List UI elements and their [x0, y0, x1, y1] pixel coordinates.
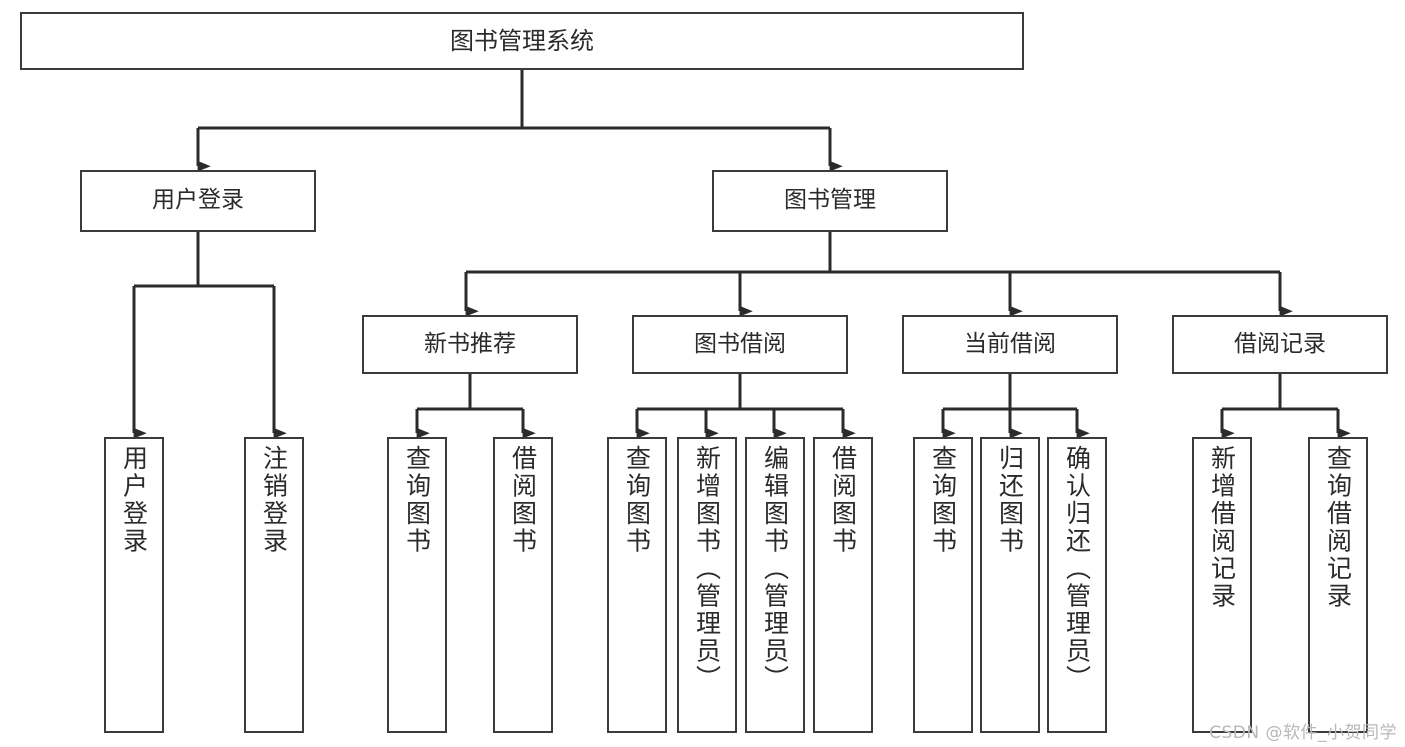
- node-book-manage-label: 图书管理: [784, 187, 876, 214]
- node-leaf-query-book-2[interactable]: 查询图书: [607, 437, 667, 733]
- node-leaf-edit-book-label: 编辑图书（管理员）: [760, 445, 790, 693]
- node-borrow-record[interactable]: 借阅记录: [1172, 315, 1388, 374]
- node-leaf-query-book-1[interactable]: 查询图书: [387, 437, 447, 733]
- node-leaf-borrow-book-1[interactable]: 借阅图书: [493, 437, 553, 733]
- node-user-login[interactable]: 用户登录: [80, 170, 316, 232]
- node-leaf-return-book[interactable]: 归还图书: [980, 437, 1040, 733]
- node-leaf-add-record-label: 新增借阅记录: [1207, 445, 1237, 610]
- node-leaf-borrow-book-2[interactable]: 借阅图书: [813, 437, 873, 733]
- node-leaf-add-book[interactable]: 新增图书（管理员）: [677, 437, 737, 733]
- node-leaf-add-record[interactable]: 新增借阅记录: [1192, 437, 1252, 733]
- node-leaf-query-book-3[interactable]: 查询图书: [913, 437, 973, 733]
- node-book-borrow-label: 图书借阅: [694, 330, 786, 357]
- node-borrow-record-label: 借阅记录: [1234, 330, 1326, 357]
- node-leaf-add-book-label: 新增图书（管理员）: [692, 445, 722, 693]
- node-leaf-confirm-return-label: 确认归还（管理员）: [1062, 445, 1092, 693]
- node-leaf-query-record-label: 查询借阅记录: [1323, 445, 1353, 610]
- node-leaf-borrow-book-2-label: 借阅图书: [828, 445, 858, 555]
- node-new-book-recommend-label: 新书推荐: [424, 330, 516, 357]
- node-current-borrow-label: 当前借阅: [964, 330, 1056, 357]
- node-current-borrow[interactable]: 当前借阅: [902, 315, 1118, 374]
- node-root-label: 图书管理系统: [450, 26, 594, 55]
- node-leaf-borrow-book-1-label: 借阅图书: [508, 445, 538, 555]
- node-book-manage[interactable]: 图书管理: [712, 170, 948, 232]
- node-leaf-query-book-3-label: 查询图书: [928, 445, 958, 555]
- node-leaf-confirm-return[interactable]: 确认归还（管理员）: [1047, 437, 1107, 733]
- node-leaf-query-record[interactable]: 查询借阅记录: [1308, 437, 1368, 733]
- csdn-watermark: CSDN @软件_小贺同学: [1209, 723, 1397, 743]
- node-leaf-return-book-label: 归还图书: [995, 445, 1025, 555]
- node-leaf-edit-book[interactable]: 编辑图书（管理员）: [745, 437, 805, 733]
- node-leaf-query-book-2-label: 查询图书: [622, 445, 652, 555]
- node-leaf-query-book-1-label: 查询图书: [402, 445, 432, 555]
- node-leaf-logout[interactable]: 注销登录: [244, 437, 304, 733]
- node-new-book-recommend[interactable]: 新书推荐: [362, 315, 578, 374]
- node-user-login-label: 用户登录: [152, 187, 244, 214]
- node-leaf-user-login[interactable]: 用户登录: [104, 437, 164, 733]
- node-root-book-management-system[interactable]: 图书管理系统: [20, 12, 1024, 70]
- node-book-borrow[interactable]: 图书借阅: [632, 315, 848, 374]
- node-leaf-logout-label: 注销登录: [259, 445, 289, 555]
- node-leaf-user-login-label: 用户登录: [119, 445, 149, 555]
